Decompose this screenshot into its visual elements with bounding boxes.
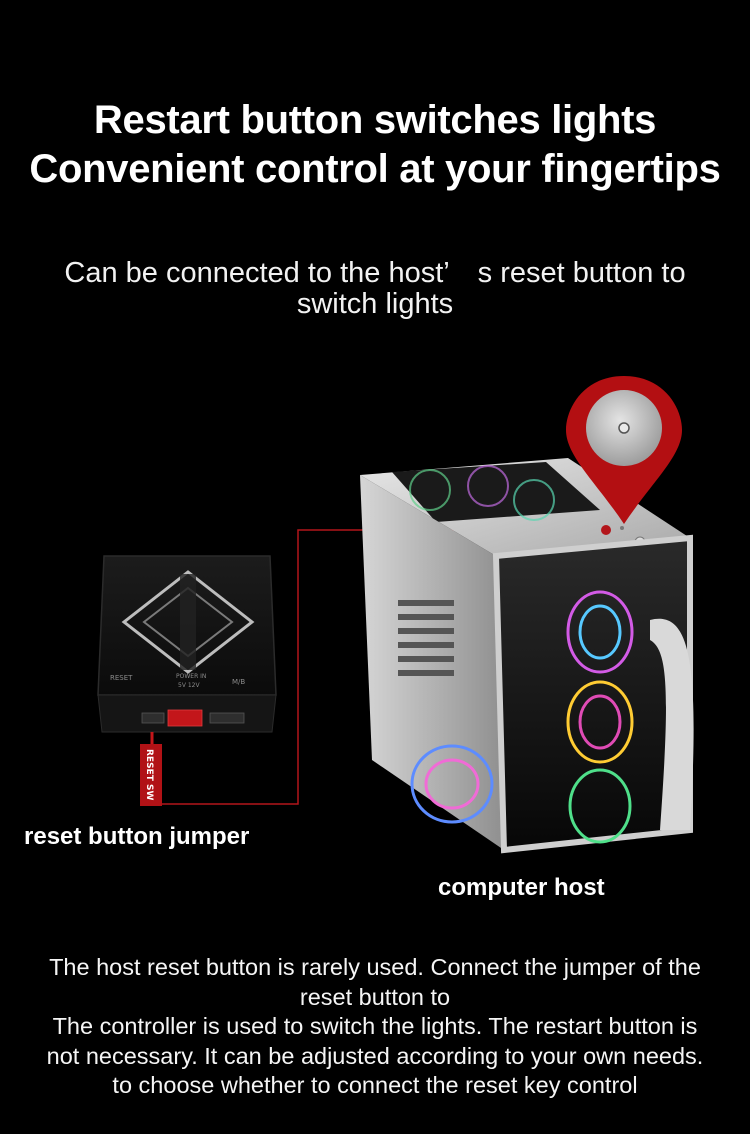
- rgb-controller-hub: RESET POWER IN 5V 12V M/B RESET SW: [97, 555, 277, 806]
- description-line-1: The host reset button is rarely used. Co…: [49, 954, 701, 980]
- subtitle-line-1: Can be connected to the host’ s reset bu…: [64, 257, 686, 289]
- description-line-4: not necessary. It can be adjusted accord…: [46, 1042, 704, 1069]
- subtitle: Can be connected to the host’ s reset bu…: [0, 258, 750, 320]
- label-computer-host: computer host: [438, 874, 605, 901]
- location-pin-icon: [566, 376, 682, 524]
- port-label-power: POWER IN: [176, 673, 206, 680]
- reset-sw-tag-label: RESET SW: [144, 749, 154, 800]
- port-label-voltage: 5V 12V: [178, 682, 200, 689]
- label-reset-button-jumper: reset button jumper: [24, 823, 250, 850]
- description-line-2: reset button to: [299, 983, 451, 1010]
- headline: Restart button switches lights Convenien…: [0, 96, 750, 194]
- subtitle-line-2: switch lights: [296, 288, 454, 320]
- port-label-reset: RESET: [110, 674, 133, 682]
- description: The host reset button is rarely used. Co…: [0, 953, 750, 1101]
- computer-case: [360, 458, 694, 854]
- headline-line-1: Restart button switches lights: [93, 98, 657, 142]
- description-line-3: The controller is used to switch the lig…: [52, 1013, 698, 1039]
- headline-line-2: Convenient control at your fingertips: [29, 147, 721, 191]
- port-label-mb: M/B: [232, 678, 245, 686]
- description-line-5: to choose whether to connect the reset k…: [112, 1072, 638, 1098]
- reset-sw-tag: [140, 744, 162, 806]
- product-illustration: RESET POWER IN 5V 12V M/B RESET SW: [97, 376, 694, 854]
